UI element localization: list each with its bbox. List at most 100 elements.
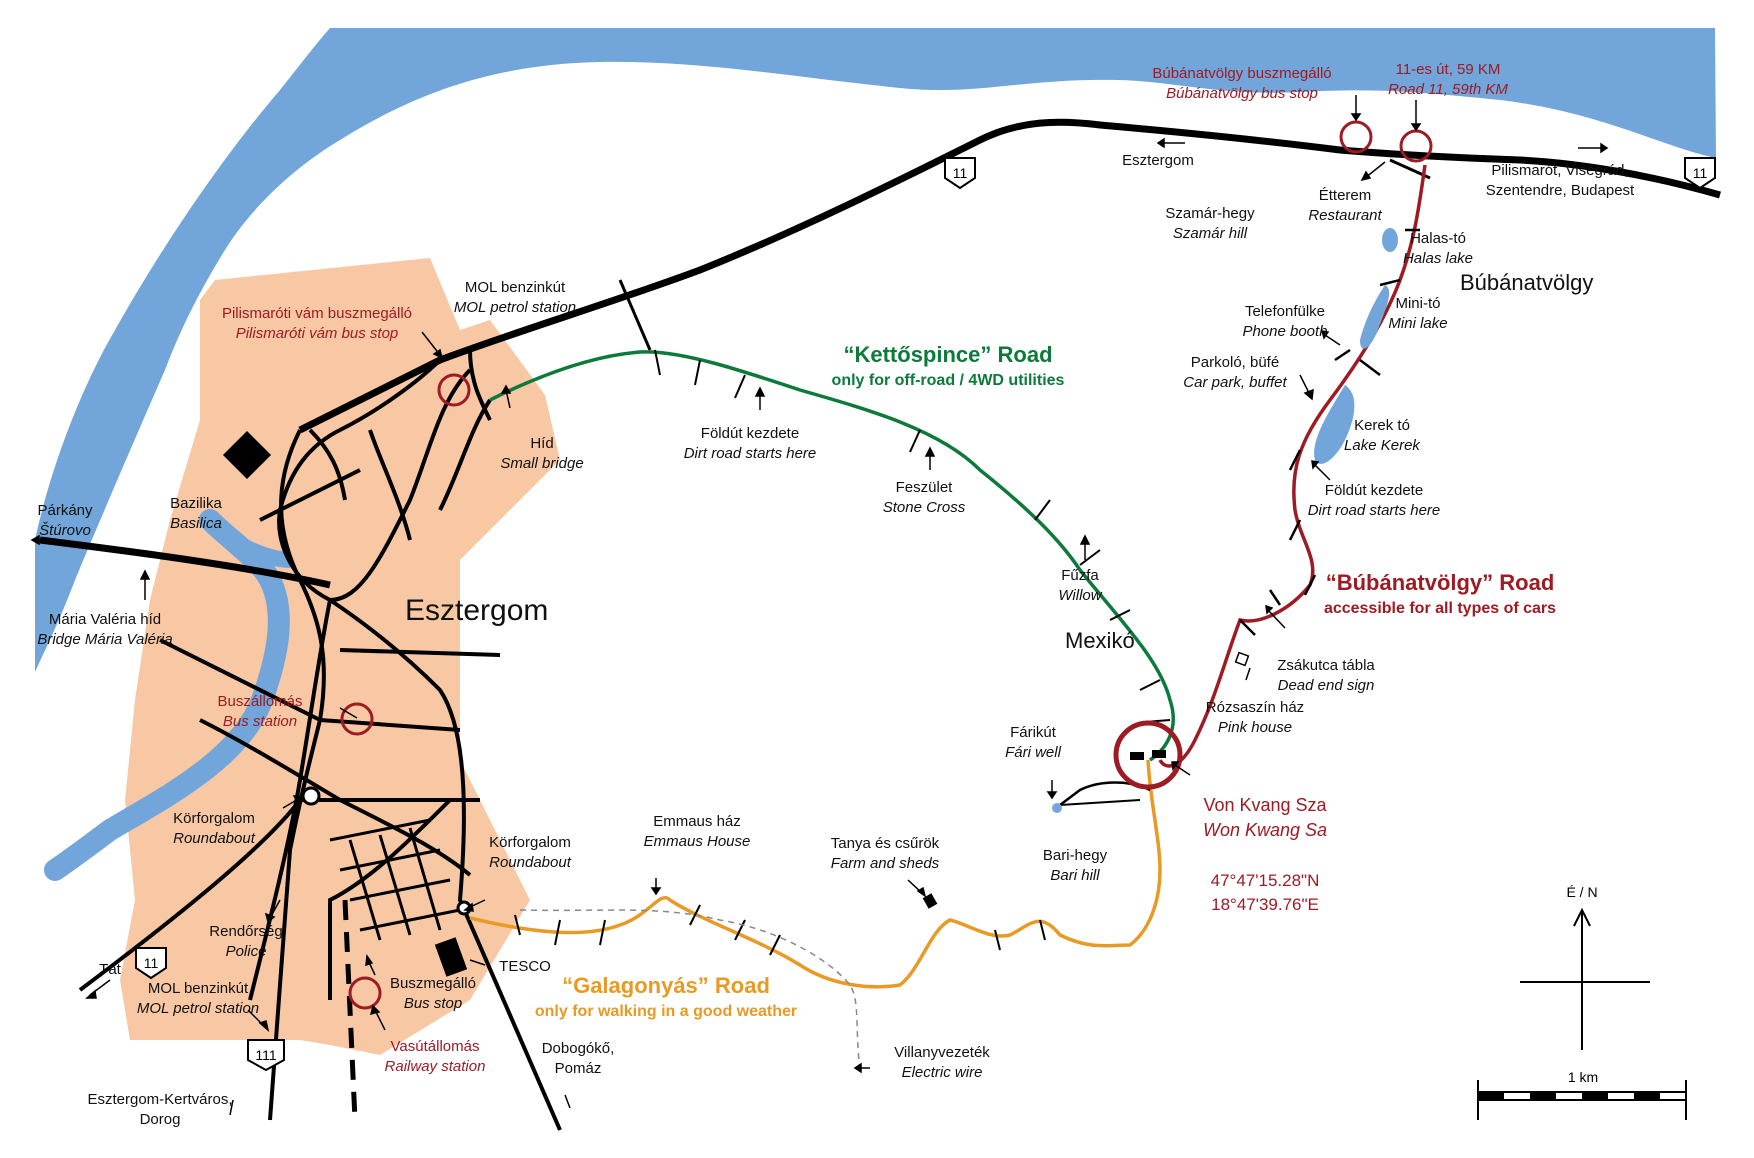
roundabout-left-icon (301, 786, 321, 806)
svg-text:11: 11 (953, 165, 968, 181)
svg-text:Pink house: Pink house (1218, 719, 1292, 736)
svg-text:Bridge Mária Valéria: Bridge Mária Valéria (37, 631, 172, 648)
town-mexiko: Mexikó (1065, 628, 1135, 653)
svg-text:18°47'39.76"E: 18°47'39.76"E (1211, 895, 1319, 914)
bubanatvolgy-road (1158, 164, 1427, 768)
svg-text:Pilismaróti vám buszmegálló: Pilismaróti vám buszmegálló (222, 305, 412, 322)
fari-well-icon (1052, 803, 1062, 813)
basilica-icon (222, 430, 272, 480)
road-tick (618, 279, 652, 351)
bus-stop-marker[interactable] (1339, 120, 1373, 154)
svg-text:11-es út, 59 KM: 11-es út, 59 KM (1396, 61, 1501, 78)
town-esztergom: Esztergom (405, 594, 548, 627)
svg-text:Búbánatvölgy buszmegálló: Búbánatvölgy buszmegálló (1152, 65, 1331, 82)
farm-shed-icon (922, 893, 938, 909)
danube-river (35, 28, 1716, 672)
svg-text:Híd: Híd (530, 435, 553, 452)
svg-text:Small bridge: Small bridge (500, 455, 583, 472)
svg-text:Esztergom-Kertváros,: Esztergom-Kertváros, (87, 1091, 232, 1108)
galagonyas-ticks (514, 904, 1046, 956)
bus-station-marker[interactable] (340, 702, 374, 736)
svg-text:11: 11 (1693, 165, 1708, 181)
little-danube-upper (203, 514, 291, 568)
svg-text:Dorog: Dorog (140, 1111, 181, 1128)
temple-building-icon (1130, 752, 1144, 760)
svg-text:Párkány: Párkány (37, 502, 93, 519)
svg-text:Villanyvezeték: Villanyvezeték (894, 1044, 990, 1061)
galagonyas-title: “Galagonyás” Road (562, 973, 770, 998)
won-kwang-sa-marker[interactable] (1113, 720, 1183, 790)
road-11-shield-right: 11 (1684, 157, 1716, 190)
galagonyas-subtitle: only for walking in a good weather (535, 1003, 797, 1020)
place-labels: Búbánatvölgy buszmegálló Búbánatvölgy bu… (37, 61, 1635, 1128)
svg-text:Dobogókő,: Dobogókő, (542, 1040, 615, 1057)
svg-text:Restaurant: Restaurant (1308, 207, 1382, 224)
svg-text:Roundabout: Roundabout (489, 854, 572, 871)
svg-text:Rózsaszín ház: Rózsaszín ház (1206, 699, 1304, 716)
svg-text:É / N: É / N (1566, 884, 1597, 900)
svg-text:Rendőrség: Rendőrség (209, 923, 282, 940)
svg-text:Bari-hegy: Bari-hegy (1043, 847, 1108, 864)
north-compass: É / N (1520, 884, 1650, 1050)
halas-lake (1382, 228, 1398, 252)
svg-text:Bazilika: Bazilika (170, 495, 222, 512)
svg-text:Buszmegálló: Buszmegálló (390, 975, 476, 992)
svg-text:Mini-tó: Mini-tó (1395, 295, 1440, 312)
bubanatvolgy-ticks (1239, 228, 1420, 636)
svg-text:Fárikút: Fárikút (1010, 724, 1057, 741)
svg-text:TESCO: TESCO (499, 958, 551, 975)
svg-text:Halas lake: Halas lake (1403, 250, 1473, 267)
pilismaroti-vam-marker[interactable] (437, 373, 471, 407)
svg-text:Vasútállomás: Vasútállomás (391, 1038, 480, 1055)
svg-text:Road 11, 59th KM: Road 11, 59th KM (1388, 81, 1508, 98)
kettospince-title: “Kettőspince” Road (843, 342, 1052, 367)
svg-text:Dead end sign: Dead end sign (1278, 677, 1375, 694)
bubanatvolgy-subtitle: accessible for all types of cars (1324, 600, 1556, 617)
railway (342, 899, 358, 1121)
svg-text:Basilica: Basilica (170, 515, 222, 532)
svg-text:Won Kwang Sa: Won Kwang Sa (1203, 820, 1327, 840)
svg-text:Bari hill: Bari hill (1050, 867, 1100, 884)
kettospince-road (489, 350, 1175, 762)
svg-text:Mária Valéria híd: Mária Valéria híd (49, 611, 161, 628)
markers (340, 120, 1433, 1010)
bridge-road (39, 536, 331, 589)
svg-text:Railway station: Railway station (385, 1058, 486, 1075)
svg-text:Dirt road starts here: Dirt road starts here (684, 445, 817, 462)
svg-text:Mini lake: Mini lake (1388, 315, 1447, 332)
svg-text:Emmaus ház: Emmaus ház (653, 813, 741, 830)
little-danube (44, 509, 290, 881)
svg-text:11: 11 (144, 955, 159, 971)
dead-end-sign-icon (1234, 651, 1250, 667)
svg-text:Szentendre, Budapest: Szentendre, Budapest (1486, 182, 1635, 199)
svg-text:Von Kvang Sza: Von Kvang Sza (1203, 795, 1327, 815)
svg-text:Tanya és csűrök: Tanya és csűrök (831, 835, 940, 852)
street-grid (329, 818, 461, 941)
galagonyas-road (469, 759, 1162, 989)
svg-text:Car park, buffet: Car park, buffet (1183, 374, 1287, 391)
svg-text:Földút kezdete: Földút kezdete (701, 425, 799, 442)
svg-text:Bus station: Bus station (223, 713, 297, 730)
tesco-building-icon (434, 937, 468, 977)
svg-text:Police: Police (226, 943, 267, 960)
svg-text:Búbánatvölgy bus stop: Búbánatvölgy bus stop (1166, 85, 1318, 102)
svg-text:Štúrovo: Štúrovo (39, 522, 91, 539)
road-111-shield: 111 (247, 1039, 285, 1072)
lake-kerek (1314, 385, 1355, 464)
svg-text:MOL petrol station: MOL petrol station (137, 1000, 259, 1017)
well-path-2 (1059, 799, 1141, 806)
svg-text:Emmaus House: Emmaus House (644, 833, 751, 850)
svg-text:Pilismarót, Visegrád,: Pilismarót, Visegrád, (1491, 162, 1628, 179)
mini-lake (1360, 285, 1390, 349)
svg-text:Dirt road starts here: Dirt road starts here (1308, 502, 1441, 519)
svg-text:Willow: Willow (1058, 587, 1102, 604)
svg-text:Pilismaróti vám bus stop: Pilismaróti vám bus stop (236, 325, 399, 342)
svg-text:Buszállomás: Buszállomás (217, 693, 302, 710)
svg-text:Electric wire: Electric wire (902, 1064, 983, 1081)
svg-text:111: 111 (255, 1047, 276, 1063)
svg-text:Fűzfa: Fűzfa (1061, 567, 1099, 584)
kettospince-ticks (654, 349, 1171, 723)
railway-station-marker[interactable] (348, 976, 382, 1010)
svg-text:Szamár-hegy: Szamár-hegy (1165, 205, 1255, 222)
